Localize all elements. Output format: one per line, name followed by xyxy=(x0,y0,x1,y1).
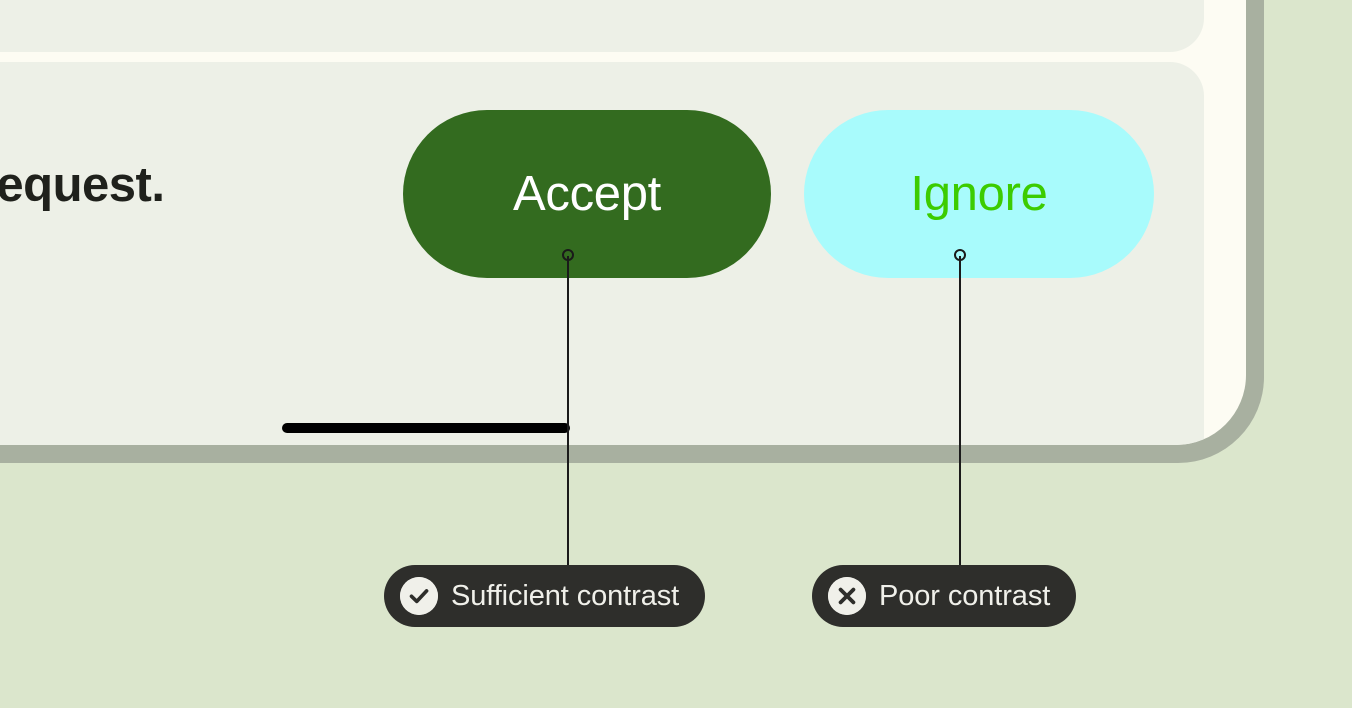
phone-screen: a request. Accept Ignore xyxy=(0,0,1246,445)
annotation-badge-sufficient-contrast: Sufficient contrast xyxy=(384,565,706,627)
accept-button[interactable]: Accept xyxy=(403,110,771,278)
annotation-badge-poor-contrast: Poor contrast xyxy=(812,565,1077,627)
annotation-label-sufficient-contrast: Sufficient contrast xyxy=(451,579,680,612)
x-circle-icon xyxy=(828,577,866,615)
annotation-label-poor-contrast: Poor contrast xyxy=(879,579,1051,612)
request-body-text: a request. xyxy=(0,158,165,212)
ignore-button[interactable]: Ignore xyxy=(804,110,1154,278)
connector-line-poor-contrast xyxy=(959,256,961,568)
notification-card-upper xyxy=(0,0,1204,52)
connector-dot-sufficient-contrast xyxy=(562,249,574,261)
connector-dot-poor-contrast xyxy=(954,249,966,261)
home-indicator[interactable] xyxy=(282,423,570,433)
phone-device-frame: a request. Accept Ignore xyxy=(0,0,1264,463)
connector-line-sufficient-contrast xyxy=(567,256,569,568)
check-circle-icon xyxy=(400,577,438,615)
